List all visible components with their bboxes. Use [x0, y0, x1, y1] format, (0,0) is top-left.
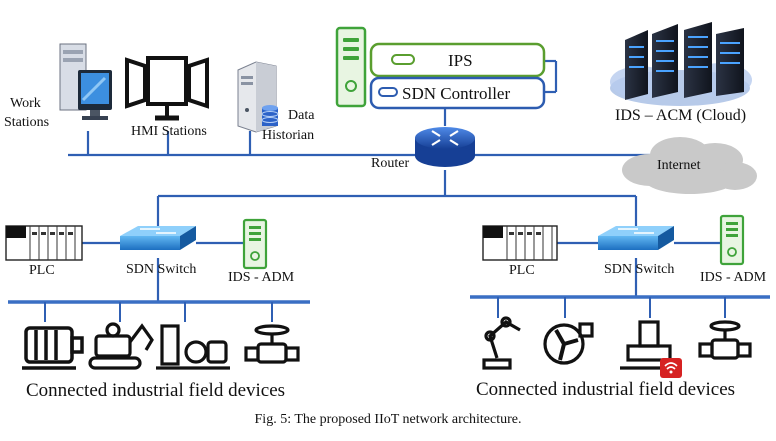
work-stations-label-line2: Stations	[4, 115, 50, 130]
sdn-controller-box	[369, 76, 546, 110]
right-sdn-switch-label: SDN Switch	[604, 262, 675, 277]
hmi-monitor-icon	[125, 56, 209, 121]
data-historian-label-line2: Historian	[262, 128, 315, 143]
wireless-icon	[660, 358, 682, 378]
figure-caption: Fig. 5: The proposed IIoT network archit…	[254, 412, 522, 427]
green-server-icon	[719, 214, 745, 266]
sdn-controller-label: SDN Controller	[402, 84, 511, 103]
left-plc-label: PLC	[29, 263, 55, 278]
router-label: Router	[371, 156, 410, 171]
robot-arm-icon	[482, 316, 521, 370]
green-server-icon	[335, 26, 367, 108]
ips-label: IPS	[448, 51, 473, 70]
left-sdn-switch-label: SDN Switch	[126, 262, 197, 277]
right-field-devices-label: Connected industrial field devices	[476, 379, 736, 400]
plc-icon	[482, 225, 558, 261]
field-buses	[8, 295, 770, 304]
switch-icon	[598, 226, 674, 250]
ids-acm-label: IDS – ACM (Cloud)	[615, 107, 747, 124]
left-ids-adm-label: IDS - ADM	[228, 270, 295, 285]
router-icon	[415, 127, 475, 167]
fan-icon	[543, 322, 594, 365]
hmi-stations-label: HMI Stations	[131, 124, 207, 139]
plc-icon	[5, 225, 83, 261]
cloud-datacenter-icon	[610, 22, 752, 106]
internet-cloud-icon	[622, 137, 757, 194]
motor-icon	[22, 326, 84, 370]
valve-icon	[698, 320, 752, 360]
pump-icon	[156, 324, 230, 370]
work-stations-label-line1: Work	[10, 96, 41, 111]
device-drops	[44, 297, 726, 322]
data-historian-label-line1: Data	[288, 108, 315, 123]
workstation-icon	[59, 43, 112, 120]
excavator-icon	[88, 322, 154, 370]
green-server-icon	[242, 218, 268, 270]
database-icon	[261, 105, 279, 126]
left-field-devices-label: Connected industrial field devices	[26, 380, 286, 401]
internet-label: Internet	[657, 158, 701, 173]
switch-icon	[120, 226, 196, 250]
valve-icon	[244, 324, 300, 364]
network-links	[68, 59, 720, 302]
ips-box	[369, 42, 546, 78]
right-ids-adm-label: IDS - ADM	[700, 270, 767, 285]
right-plc-label: PLC	[509, 263, 535, 278]
